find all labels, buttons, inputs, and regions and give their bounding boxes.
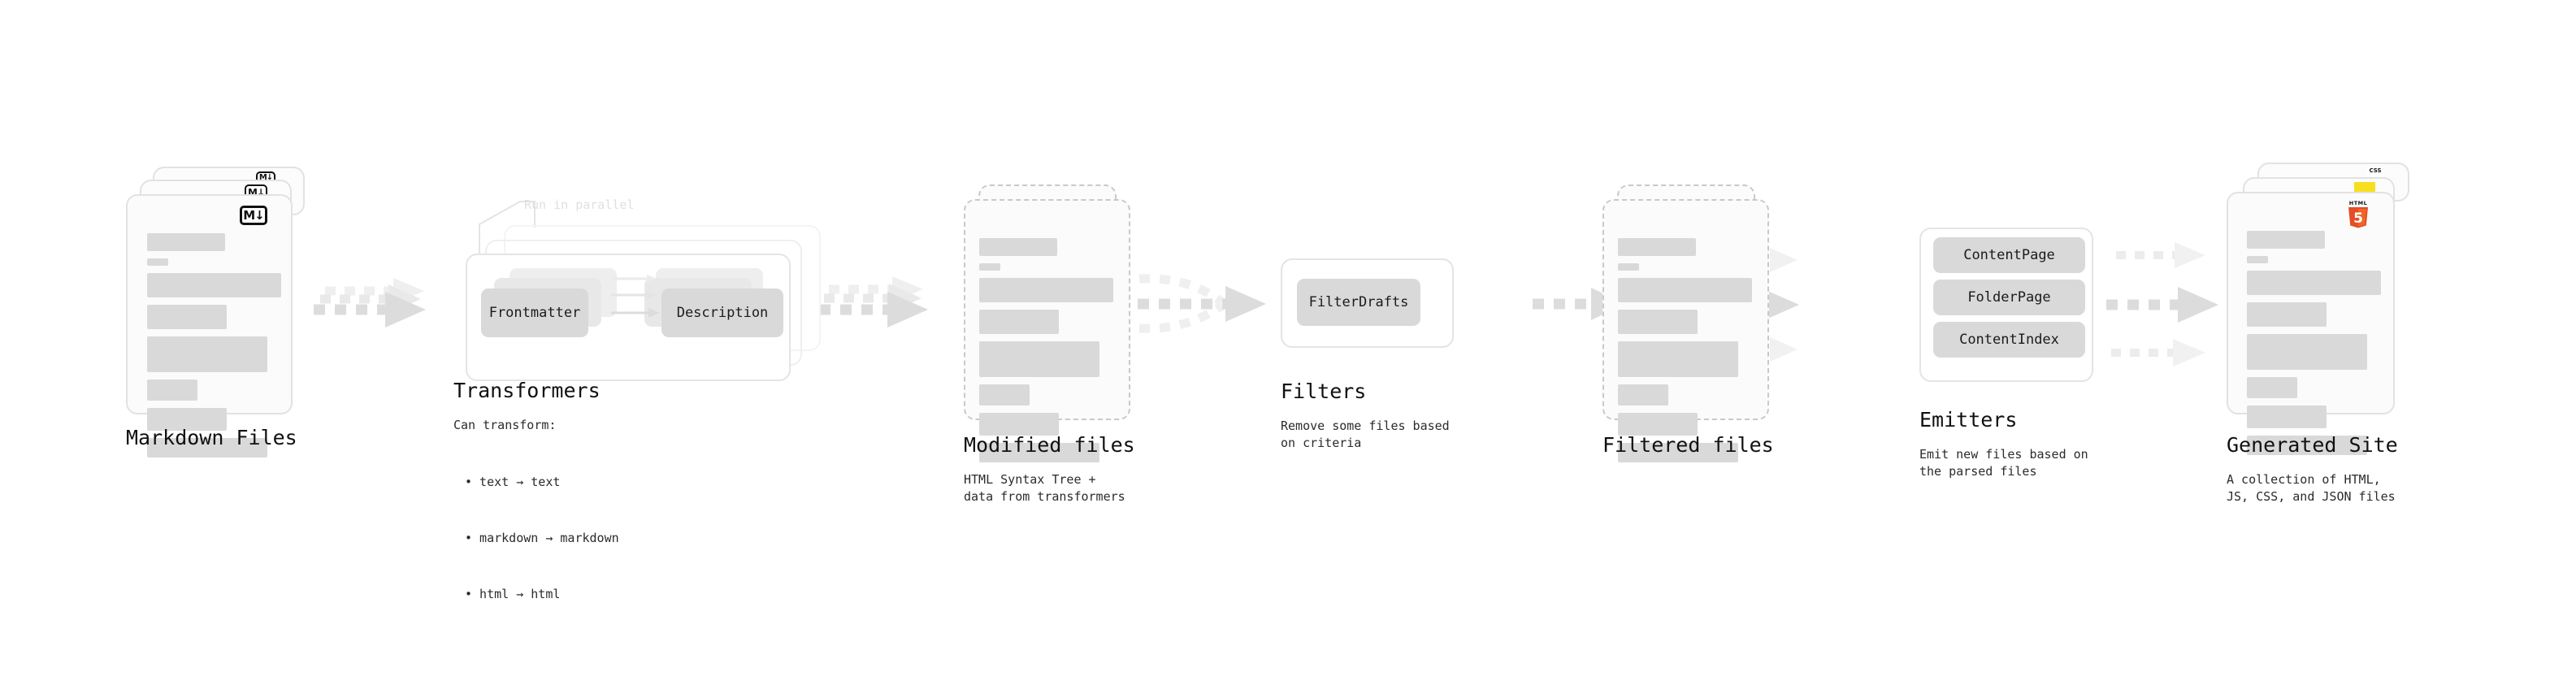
transformers-bullet: • text → text: [465, 475, 561, 489]
html5-icon: HTML 5: [2348, 200, 2368, 228]
placeholder-line: [1618, 384, 1668, 406]
placeholder-line: [147, 336, 267, 372]
filters-heading: Filters: [1281, 380, 1367, 403]
js-icon: [2354, 182, 2375, 193]
generated-site-stack: CSS HTML 5: [2227, 163, 2413, 455]
emitter-pill-contentpage[interactable]: ContentPage: [1933, 237, 2085, 273]
arrow-emitters-to-generated: [2106, 242, 2218, 367]
placeholder-line: [1618, 238, 1696, 256]
emitter-pill-folderpage[interactable]: FolderPage: [1933, 280, 2085, 315]
placeholder-line: [147, 258, 168, 266]
filters-caption: Remove some files based on criteria: [1281, 419, 1450, 450]
placeholder-line: [1618, 413, 1698, 436]
arrow-transformers-to-modified: [819, 276, 928, 327]
modified-files-caption: HTML Syntax Tree + data from transformer…: [964, 472, 1125, 504]
generated-placeholder-lines: [2247, 231, 2381, 462]
markdown-placeholder-lines: [147, 233, 281, 465]
placeholder-line: [979, 384, 1030, 406]
placeholder-line: [1618, 443, 1738, 462]
transformers-bullet: • markdown → markdown: [465, 531, 619, 545]
transformers-bullet: • html → html: [465, 587, 561, 601]
placeholder-line: [2247, 256, 2268, 263]
generated-site-heading: Generated Site: [2227, 433, 2398, 457]
emitters-caption: Emit new files based on the parsed files: [1919, 447, 2088, 479]
placeholder-line: [979, 238, 1057, 256]
filtered-files-stack: [1602, 184, 1781, 462]
placeholder-line: [1618, 310, 1698, 334]
filtered-files-heading: Filtered files: [1602, 433, 1774, 457]
placeholder-line: [147, 273, 281, 297]
placeholder-line: [979, 278, 1113, 302]
placeholder-line: [1618, 341, 1738, 377]
emitter-pill-contentindex[interactable]: ContentIndex: [1933, 322, 2085, 358]
svg-text:HTML: HTML: [2349, 200, 2367, 206]
svg-text:5: 5: [2353, 210, 2363, 227]
placeholder-line: [2247, 334, 2367, 370]
placeholder-line: [979, 310, 1059, 334]
placeholder-line: [147, 408, 227, 431]
placeholder-line: [979, 263, 1000, 271]
placeholder-line: [2247, 302, 2327, 327]
generated-site-caption: A collection of HTML, JS, CSS, and JSON …: [2227, 472, 2396, 504]
placeholder-line: [147, 233, 225, 251]
placeholder-line: [2247, 406, 2327, 428]
placeholder-line: [1618, 263, 1639, 271]
markdown-sheet-front: [126, 194, 293, 414]
placeholder-line: [979, 413, 1059, 436]
transformers-caption-intro: Can transform:: [453, 418, 557, 432]
arrow-markdown-to-transformers: [314, 278, 426, 327]
modified-files-stack: [964, 184, 1143, 462]
run-in-parallel-note: Run in parallel: [524, 197, 635, 212]
placeholder-line: [2247, 377, 2297, 398]
transformers-bullet-list: • text → text • markdown → markdown • ht…: [465, 436, 619, 641]
arrow-modified-to-filters: [1138, 274, 1266, 333]
placeholder-line: [2247, 231, 2325, 249]
placeholder-line: [147, 305, 227, 329]
markdown-files-stack: M↓ M↓ M↓: [126, 167, 305, 458]
filter-pill-filterdrafts[interactable]: FilterDrafts: [1297, 279, 1420, 326]
placeholder-line: [979, 341, 1099, 377]
placeholder-line: [2247, 436, 2367, 455]
modified-files-heading: Modified files: [964, 433, 1135, 457]
transformer-internal-arrows: [611, 275, 660, 318]
markdown-icon: M↓: [240, 206, 267, 225]
modified-placeholder-lines: [979, 238, 1119, 470]
placeholder-line: [1618, 278, 1752, 302]
filtered-placeholder-lines: [1618, 238, 1758, 470]
transformers-heading: Transformers: [453, 379, 601, 402]
placeholder-line: [979, 443, 1099, 462]
placeholder-line: [147, 380, 197, 401]
placeholder-line: [2247, 271, 2381, 295]
transformer-pill-frontmatter[interactable]: Frontmatter: [481, 288, 588, 337]
placeholder-line: [147, 438, 267, 458]
transformer-pill-description[interactable]: Description: [661, 288, 783, 337]
emitters-heading: Emitters: [1919, 408, 2018, 432]
markdown-files-heading: Markdown Files: [126, 426, 297, 449]
